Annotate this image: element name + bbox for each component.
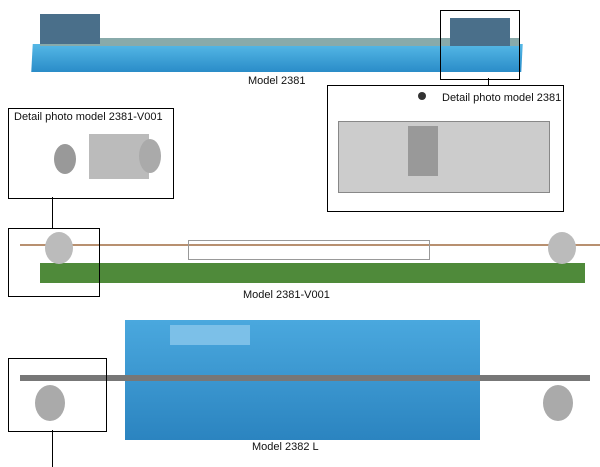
detail-highlight-box-v001 xyxy=(8,228,100,297)
connector-line xyxy=(52,430,53,467)
detail-highlight-box-2381 xyxy=(440,10,520,80)
detail-photo-2381-v001 xyxy=(8,108,174,199)
model-2382l-label: Model 2382 L xyxy=(252,441,319,453)
detail-2381-label: Detail photo model 2381 xyxy=(442,92,562,104)
connector-line xyxy=(488,78,489,85)
detail-highlight-box-2382l xyxy=(8,358,107,432)
model-2381-v001-label: Model 2381-V001 xyxy=(243,289,330,301)
detail-2381-v001-label: Detail photo model 2381-V001 xyxy=(14,111,163,123)
connector-line xyxy=(52,197,53,228)
model-2381-label: Model 2381 xyxy=(248,75,306,87)
detail-photo-2381 xyxy=(327,85,564,212)
